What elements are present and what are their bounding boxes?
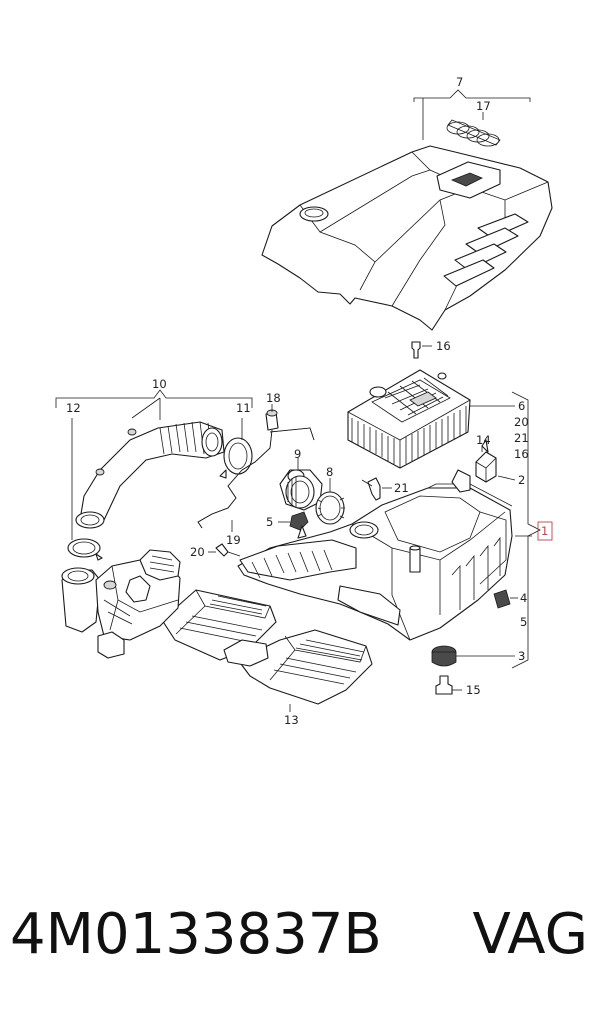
- hose-clamp-11: [219, 437, 253, 479]
- callout-12: 12: [66, 401, 81, 415]
- turbocharger-assembly: [61, 549, 181, 659]
- callout-21-right: 21: [514, 431, 529, 445]
- callout-14: 14: [476, 433, 491, 447]
- callout-1: 1: [541, 524, 548, 538]
- rings-emblem: [446, 119, 501, 147]
- callout-16-top: 16: [436, 339, 451, 353]
- callout-5-right: 5: [520, 615, 527, 629]
- rubber-mount-3: [431, 645, 515, 667]
- callout-21: 21: [394, 481, 409, 495]
- hose-clip-20: [208, 543, 241, 557]
- callout-3: 3: [518, 649, 525, 663]
- callout-11: 11: [236, 401, 251, 415]
- intake-hose: [75, 421, 225, 529]
- callout-19: 19: [226, 533, 241, 547]
- callout-17: 17: [476, 99, 491, 113]
- callout-15: 15: [466, 683, 481, 697]
- callout-13: 13: [284, 713, 299, 727]
- callout-8: 8: [326, 465, 333, 479]
- callout-2: 2: [518, 473, 525, 487]
- bolt-15: [435, 675, 462, 695]
- caption-bar: 4M0133837B VAG: [0, 895, 600, 975]
- callout-18: 18: [266, 391, 281, 405]
- callout-20: 20: [190, 545, 205, 559]
- engine-cover: [261, 145, 553, 331]
- callout-7: 7: [456, 75, 463, 89]
- mass-airflow-sensor: [279, 458, 323, 511]
- callout-5-left: 5: [266, 515, 273, 529]
- air-filter-element: [347, 369, 515, 469]
- air-intake-duct: [161, 589, 373, 712]
- part-number: 4M0133837B: [10, 902, 382, 967]
- diagram-drawing: 7 17 16 10 12 11 18 9 8 21 5 19 20 13 14…: [55, 75, 553, 727]
- callout-10: 10: [152, 377, 167, 391]
- brand-name: VAG: [472, 902, 588, 967]
- callout-9: 9: [294, 447, 301, 461]
- callout-16-right: 16: [514, 447, 529, 461]
- airbox-housing: [237, 469, 513, 641]
- breather-hose: [197, 404, 315, 532]
- hose-clamp-12: [67, 538, 103, 561]
- cover-screw: [411, 341, 432, 359]
- callout-4: 4: [520, 591, 527, 605]
- sensor-seal: [315, 478, 345, 525]
- callout-6: 6: [518, 399, 525, 413]
- rubber-grommet-4: [493, 589, 518, 609]
- callout-20-right: 20: [514, 415, 529, 429]
- bracket-clip: [475, 439, 516, 483]
- callout-1-box: [537, 521, 553, 541]
- hose-clip-21: [361, 477, 392, 501]
- sensor-5: [278, 511, 309, 539]
